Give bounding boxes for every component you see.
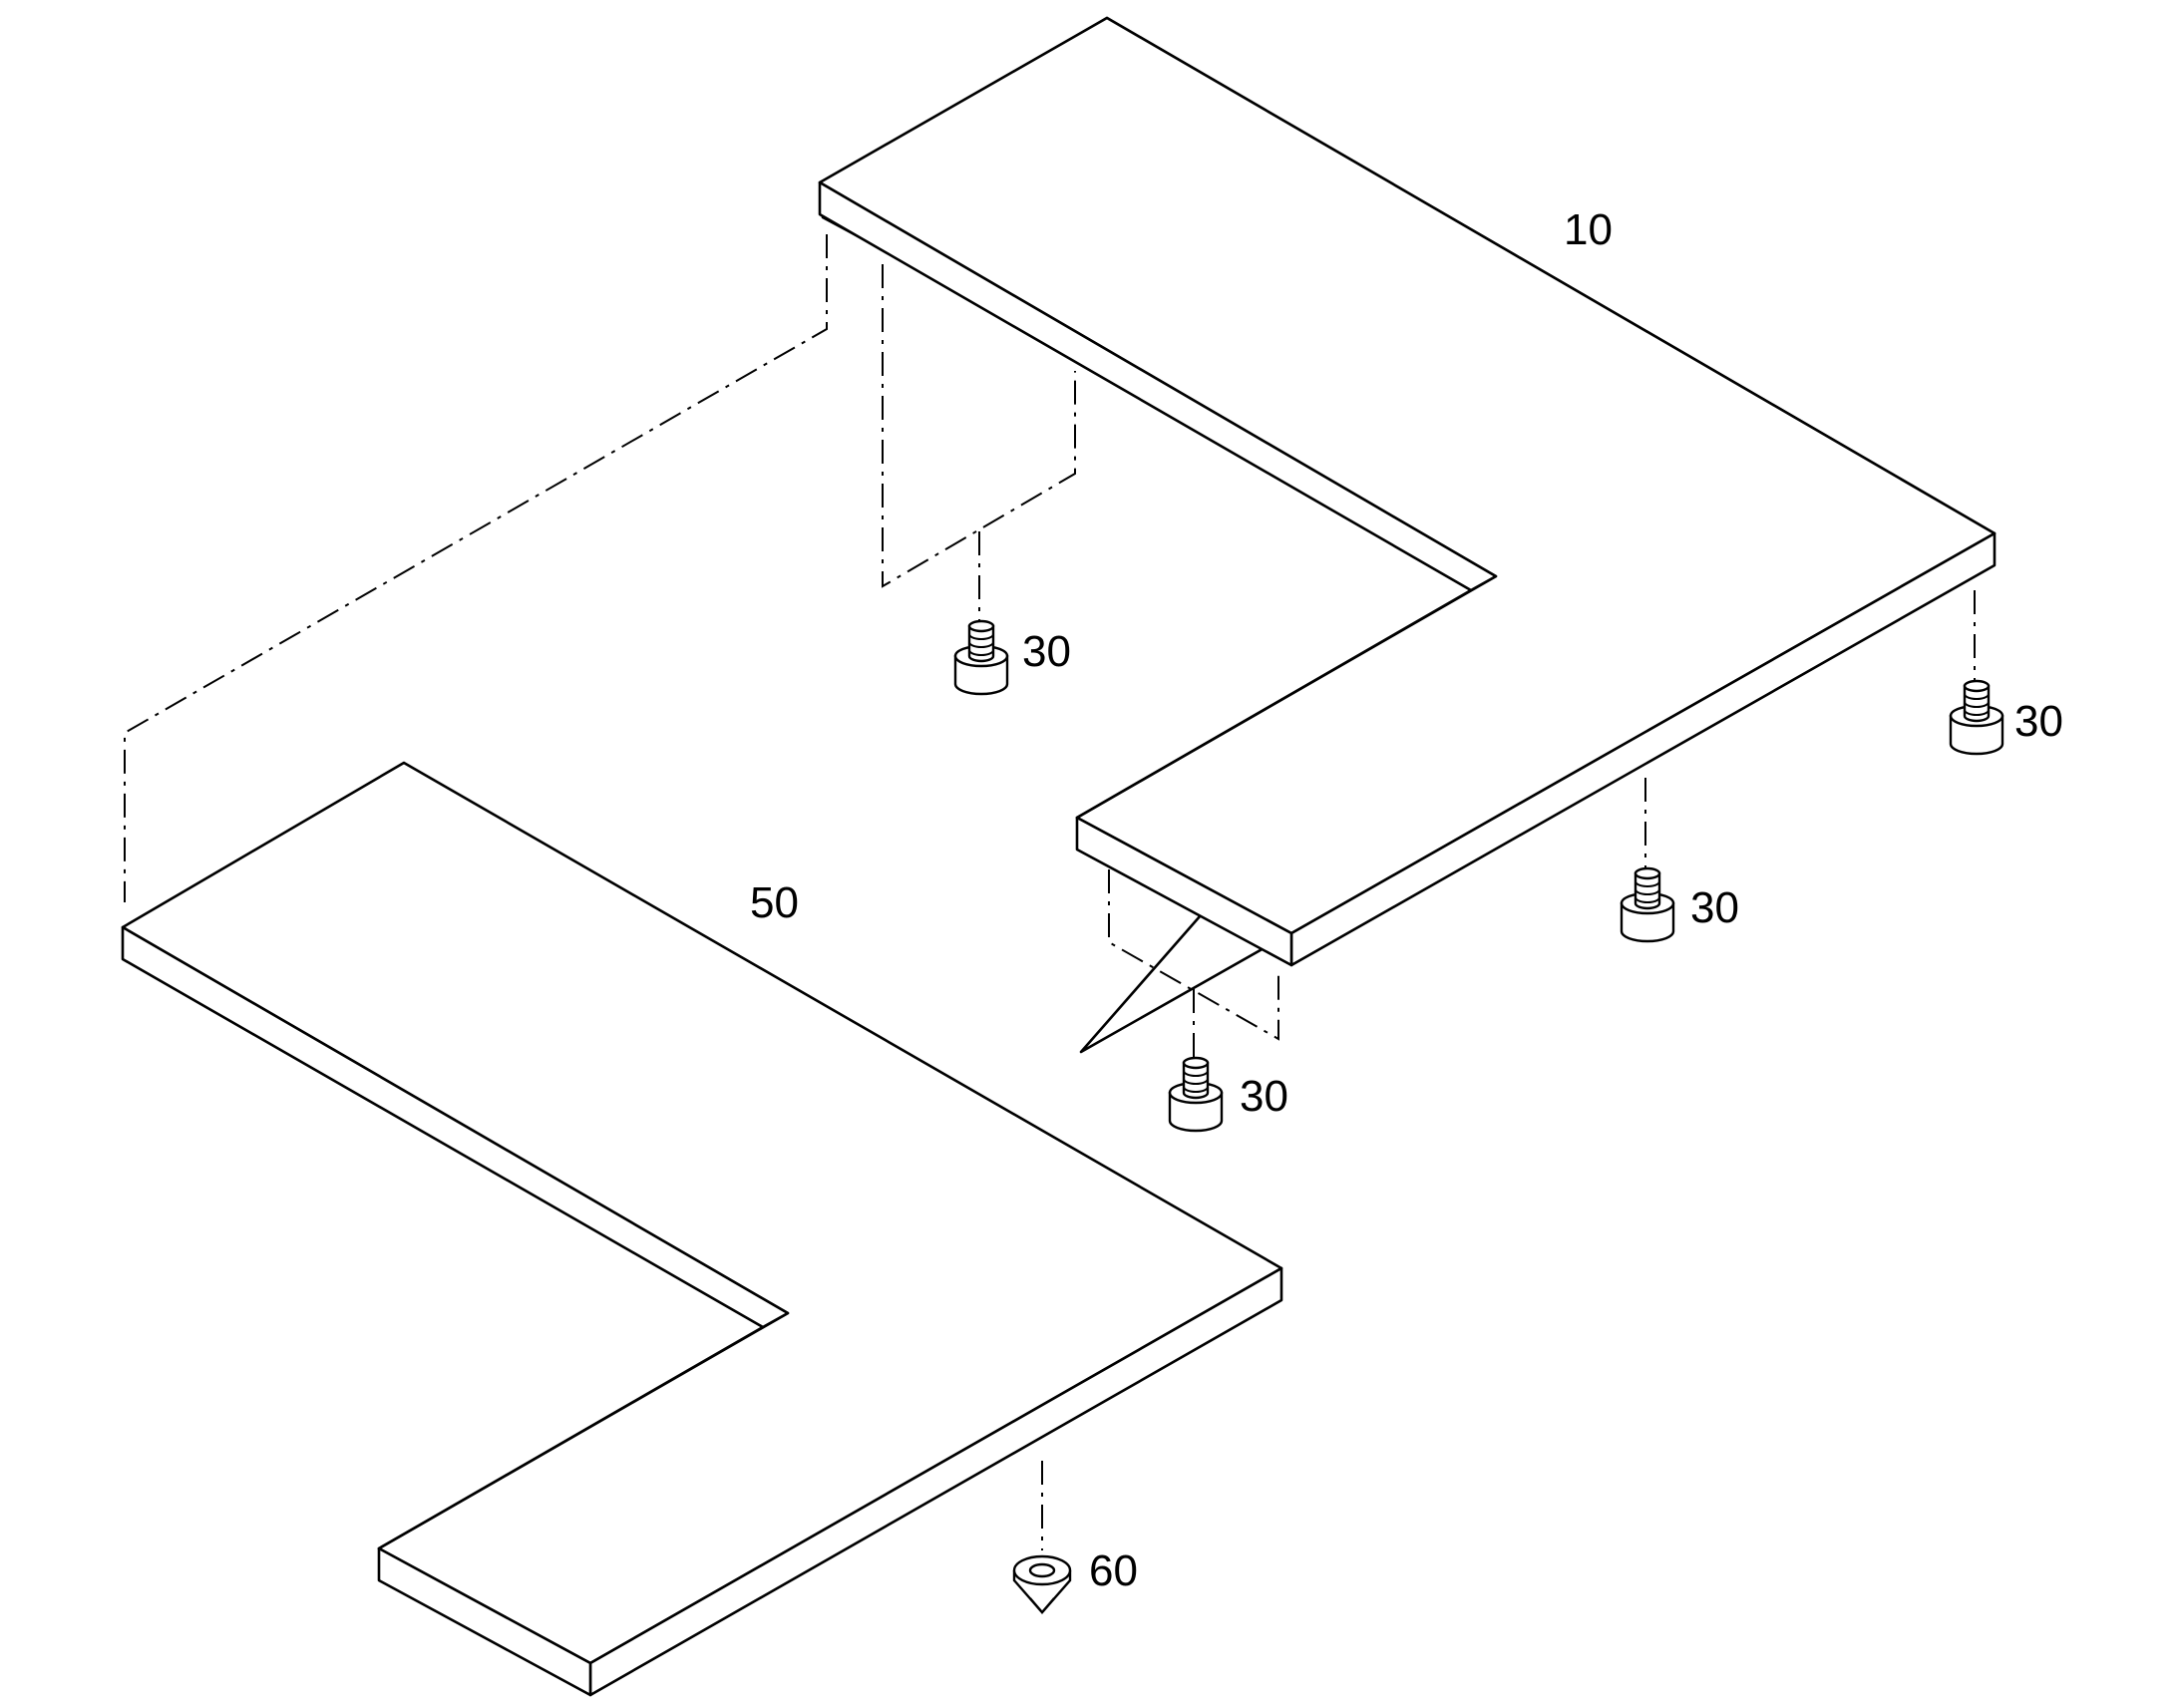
upper-shelf-inner-edge	[1075, 588, 1473, 820]
label-foot-a: 30	[1022, 627, 1071, 676]
foot-icon	[1168, 1056, 1224, 1133]
label-lower-shelf: 50	[750, 878, 799, 927]
label-foot-c: 30	[1690, 883, 1739, 932]
label-foot-b: 30	[2014, 697, 2063, 746]
upper-shelf	[818, 16, 1997, 1054]
label-upper-shelf: 10	[1564, 205, 1613, 254]
lower-shelf	[121, 761, 1283, 1697]
upper-shelf-edge-front	[1075, 816, 1293, 967]
foot-icon	[1620, 866, 1675, 943]
upper-shelf-top	[818, 16, 1997, 935]
lower-shelf-top	[121, 761, 1283, 1665]
lower-shelf-edge-front	[377, 1546, 592, 1697]
alignment-line-corner	[124, 234, 828, 902]
spike-icon	[1012, 1554, 1072, 1614]
alignment-lines	[124, 234, 1976, 1550]
foot-icon	[953, 619, 1009, 696]
label-spike: 60	[1089, 1546, 1138, 1595]
label-foot-d: 30	[1240, 1072, 1288, 1121]
lower-shelf-inner-edge	[377, 1325, 765, 1550]
foot-icon	[1949, 679, 2004, 756]
